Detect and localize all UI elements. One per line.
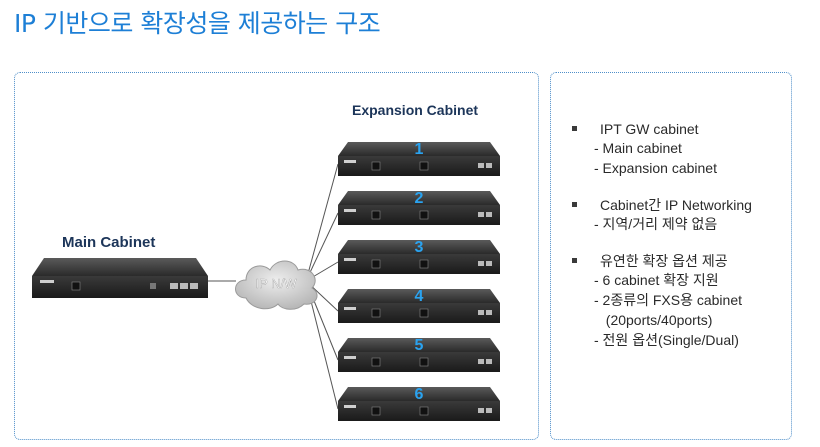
expansion-number: 2 (415, 190, 424, 207)
feature-detail: - 6 cabinet 확장 지원 (594, 272, 719, 288)
features-panel (550, 72, 792, 440)
expansion-cabinet-unit: 4 (338, 288, 500, 323)
bullet-icon (572, 202, 577, 207)
feature-item: 유연한 확장 옵션 제공 - 6 cabinet 확장 지원 - 2종류의 FX… (572, 252, 787, 350)
page-title: IP 기반으로 확장성을 제공하는 구조 (14, 9, 381, 38)
feature-detail: - Expansion cabinet (594, 160, 717, 176)
feature-heading: 유연한 확장 옵션 제공 (600, 253, 728, 269)
main-cabinet-label: Main Cabinet (62, 234, 156, 251)
expansion-cabinet-unit: 5 (338, 337, 500, 372)
feature-item: IPT GW cabinet - Main cabinet - Expansio… (572, 120, 787, 178)
expansion-link (305, 212, 339, 282)
feature-list: IPT GW cabinet - Main cabinet - Expansio… (572, 120, 787, 362)
feature-item: Cabinet간 IP Networking - 지역/거리 제약 없음 (572, 196, 787, 234)
expansion-cabinet-unit: 2 (338, 190, 500, 225)
expansion-number: 4 (415, 288, 424, 305)
main-cabinet-unit (32, 258, 208, 298)
bullet-icon (572, 258, 577, 263)
expansion-cabinet-unit: 1 (338, 141, 500, 176)
feature-detail: - Main cabinet (594, 140, 682, 156)
feature-heading: IPT GW cabinet (600, 121, 699, 137)
feature-heading: Cabinet간 IP Networking (600, 197, 752, 213)
expansion-cabinet-label: Expansion Cabinet (352, 102, 479, 118)
expansion-number: 1 (415, 141, 424, 158)
ip-network-cloud: IP N/W (235, 260, 318, 310)
expansion-cabinet-unit: 6 (338, 386, 500, 421)
expansion-cabinet-unit: 3 (338, 239, 500, 274)
expansion-number: 3 (415, 239, 424, 256)
expansion-number: 5 (415, 337, 424, 354)
cloud-label: IP N/W (256, 276, 298, 291)
feature-detail: (20ports/40ports) (598, 312, 713, 328)
bullet-icon (572, 126, 577, 131)
feature-detail: - 전원 옵션(Single/Dual) (594, 332, 739, 348)
feature-detail: - 지역/거리 제약 없음 (594, 216, 718, 232)
feature-detail: - 2종류의 FXS용 cabinet (594, 292, 743, 308)
expansion-link (305, 163, 339, 282)
expansion-number: 6 (415, 386, 424, 403)
